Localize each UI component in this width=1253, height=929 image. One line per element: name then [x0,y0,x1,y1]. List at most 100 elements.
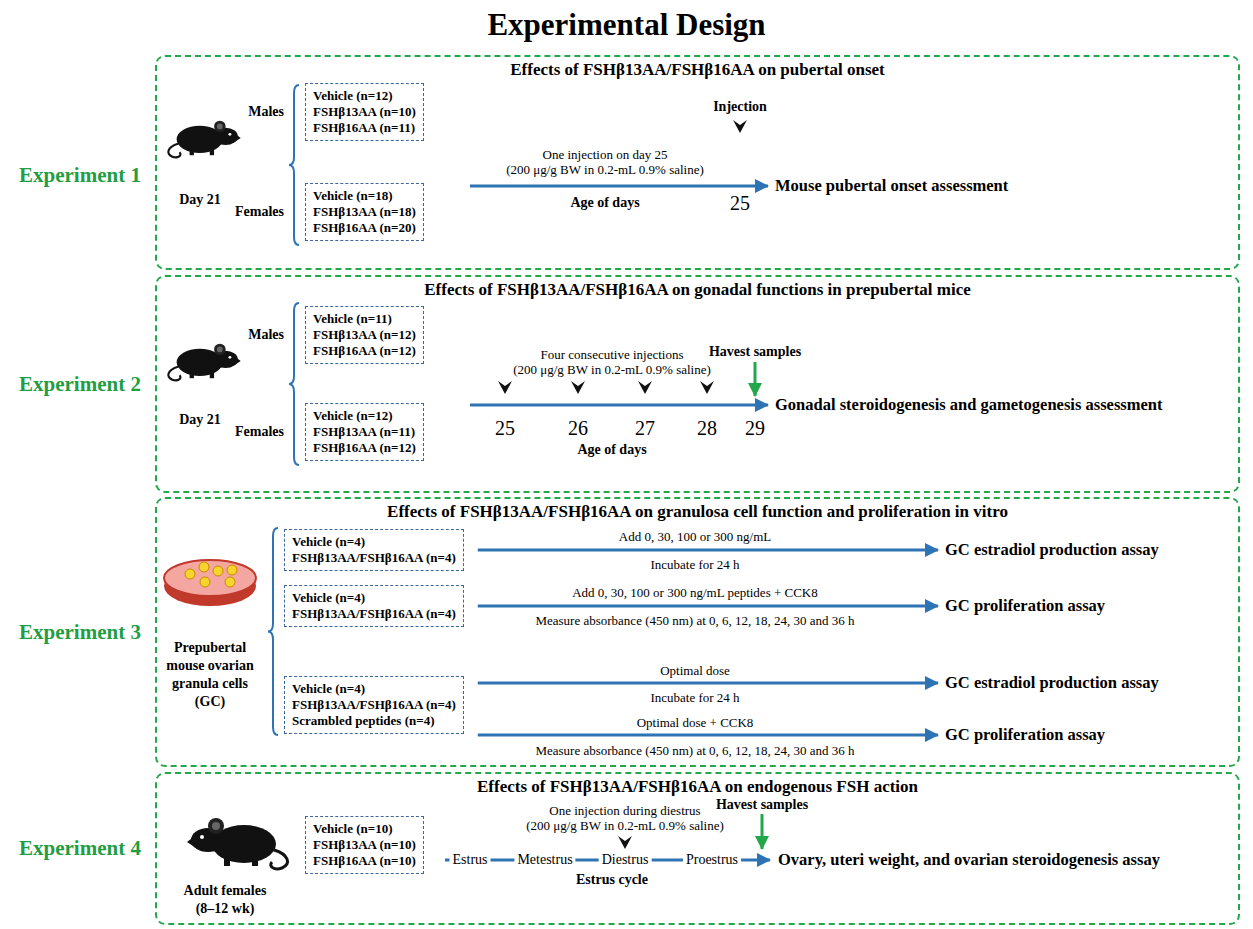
experiment-panel: Effects of FSHβ13AA/FSHβ16AA on gonadal … [155,275,1240,493]
cycle-stage: Estrus [450,852,491,868]
treatment-note: One injection during diestrus (200 μg/g … [526,803,724,833]
experiment-label: Experiment 1 [19,163,141,187]
outcome-text: GC proliferation assay [945,597,1105,616]
annotation: Age of days [577,441,646,459]
group-box: Vehicle (n=12)FSHβ13AA (n=10)FSHβ16AA (n… [305,83,424,141]
timeline-arrow [470,185,768,188]
group-text: Vehicle (n=11) [313,311,416,327]
group-brace [289,85,299,245]
group-box: Vehicle (n=11)FSHβ13AA (n=12)FSHβ16AA (n… [305,306,424,364]
annotation: Estrus cycle [576,871,648,889]
group-text: FSHβ13AA (n=10) [313,104,416,120]
group-text: Vehicle (n=10) [313,821,416,837]
group-text: Scrambled peptides (n=4) [292,713,456,729]
treatment-note: Add 0, 30, 100 or 300 ng/mL [619,529,771,544]
annotation: Day 21 [179,191,221,209]
panel-heading: Effects of FSHβ13AA/FSHβ16AA on endogeno… [157,774,1238,797]
harvest-arrow [761,814,764,849]
mouse-illustration [168,121,240,158]
petri-dish [213,566,223,576]
group-text: FSHβ13AA (n=11) [313,424,416,440]
group-text: FSHβ13AA (n=10) [313,837,416,853]
group-text: FSHβ13AA (n=12) [313,327,416,343]
group-text: FSHβ16AA (n=12) [313,343,416,359]
panel-heading: Effects of FSHβ13AA/FSHβ16AA on gonadal … [157,277,1238,300]
day-number: 29 [745,417,765,440]
group-box: Vehicle (n=18)FSHβ13AA (n=18)FSHβ16AA (n… [305,183,424,241]
group-text: FSHβ13AA/FSHβ16AA (n=4) [292,697,456,713]
petri-dish [200,577,210,587]
mouse-illustration [168,344,240,381]
experiment-label: Experiment 3 [19,620,141,644]
group-text: FSHβ13AA/FSHβ16AA (n=4) [292,550,456,566]
group-box: Vehicle (n=12)FSHβ13AA (n=11)FSHβ16AA (n… [305,403,424,461]
experiment-label: Experiment 4 [19,836,141,860]
treatment-note: Optimal dose + CCK8 [637,715,754,730]
group-text: FSHβ16AA (n=10) [313,853,416,869]
outcome-text: GC estradiol production assay [945,674,1159,693]
petri-dish [225,577,235,587]
day-number: 28 [697,417,717,440]
annotation: Females [235,203,284,221]
petri-dish [227,565,237,575]
injection-mark [733,120,747,133]
group-text: FSHβ16AA (n=12) [313,440,416,456]
cycle-stage: Diestrus [599,852,652,868]
experiment-label: Experiment 2 [19,372,141,396]
annotation: Males [248,326,284,344]
treatment-note: Measure absorbance (450 nm) at 0, 6, 12,… [535,743,854,758]
petri-dish [164,560,256,606]
timeline-arrow [478,682,938,685]
group-box: Vehicle (n=4)FSHβ13AA/FSHβ16AA (n=4) [284,529,464,571]
group-brace [289,303,299,465]
day-number: 27 [635,417,655,440]
annotation: Injection [713,98,767,116]
group-brace [268,528,278,735]
injection-mark [571,381,585,394]
group-text: Vehicle (n=4) [292,590,456,606]
group-box: Vehicle (n=10)FSHβ13AA (n=10)FSHβ16AA (n… [305,816,424,874]
panel-heading: Effects of FSHβ13AA/FSHβ16AA on pubertal… [157,57,1238,80]
group-text: FSHβ16AA (n=20) [313,220,416,236]
diagram-title: Experimental Design [0,6,1253,44]
treatment-note: Four consecutive injections (200 μg/g BW… [513,347,711,377]
group-text: Vehicle (n=12) [313,408,416,424]
timeline-arrow [470,404,768,407]
outcome-text: Gonadal steroidogenesis and gametogenesi… [775,396,1162,415]
annotation: Adult females (8–12 wk) [184,882,267,918]
treatment-note: One injection on day 25 (200 μg/g BW in … [506,147,704,177]
treatment-note: Add 0, 30, 100 or 300 ng/mL peptides + C… [572,585,818,600]
group-box: Vehicle (n=4)FSHβ13AA/FSHβ16AA (n=4) [284,585,464,627]
treatment-note: Incubate for 24 h [650,557,739,572]
day-number: 25 [495,417,515,440]
mouse-illustration [187,818,288,869]
annotation: Age of days [570,194,639,212]
cycle-stage: Proestrus [683,852,741,868]
injection-mark [618,836,632,849]
group-text: FSHβ16AA (n=11) [313,120,416,136]
group-text: FSHβ13AA (n=18) [313,204,416,220]
panel-heading: Effects of FSHβ13AA/FSHβ16AA on granulos… [157,499,1238,522]
group-text: Vehicle (n=4) [292,534,456,550]
treatment-note: Measure absorbance (450 nm) at 0, 6, 12,… [535,613,854,628]
group-text: Vehicle (n=18) [313,188,416,204]
petri-dish [164,560,256,596]
injection-mark [498,381,512,394]
experiment-panel: Effects of FSHβ13AA/FSHβ16AA on endogeno… [155,772,1240,925]
timeline-arrow [478,605,938,608]
annotation: Prepubertal mouse ovarian granula cells … [166,639,254,711]
harvest-arrow [754,362,757,396]
annotation: Havest samples [709,343,801,361]
outcome-text: GC proliferation assay [945,726,1105,745]
treatment-note: Incubate for 24 h [650,690,739,705]
cycle-stage: Metestrus [514,852,575,868]
annotation: Females [235,423,284,441]
group-text: Vehicle (n=12) [313,88,416,104]
day-number: 25 [730,192,750,215]
treatment-note: Optimal dose [660,663,730,678]
day-number: 26 [568,417,588,440]
petri-dish [199,562,209,572]
timeline-arrow [478,549,938,552]
outcome-text: GC estradiol production assay [945,541,1159,560]
group-text: FSHβ13AA/FSHβ16AA (n=4) [292,606,456,622]
